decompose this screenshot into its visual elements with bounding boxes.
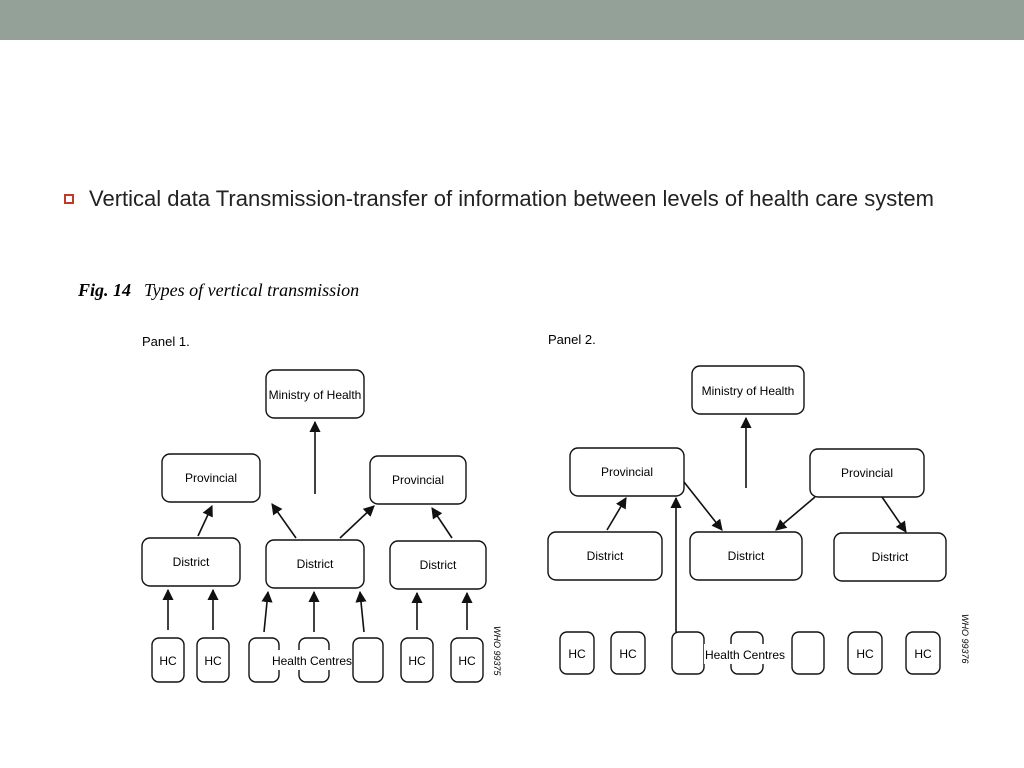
panel1-provincial-right-label: Provincial: [392, 473, 444, 487]
panel2-ministry-node: Ministry of Health: [691, 365, 805, 415]
panel1-hc-4-node: HC: [450, 637, 484, 683]
panel1-health-centres-label-bg: [274, 650, 350, 670]
panel2-provincial-right-label: Provincial: [841, 466, 893, 480]
panel1-district-left-node: District: [141, 537, 241, 587]
panel2-ministry-label: Ministry of Health: [702, 384, 795, 398]
panel1-hc-2-node: HC: [196, 637, 230, 683]
panel1-provincial-right-node: Provincial: [369, 455, 467, 505]
panel1-health-centre-box-3: [352, 637, 384, 683]
panel2-health-centres-label-bg: [704, 644, 786, 664]
panel2-district-center-node: District: [689, 531, 803, 581]
panel2-health-centre-box-1: [671, 631, 705, 675]
panel2-arrow-provincial-left-district-center: [683, 481, 723, 531]
panel1-arrow-district-left-provincial: [197, 504, 213, 537]
panel1-label: Panel 1.: [142, 334, 190, 349]
panel2-district-center-label: District: [728, 549, 765, 563]
panel1-district-right-label: District: [420, 558, 457, 572]
panel2-provincial-right-node: Provincial: [809, 448, 925, 498]
bullet-point: Vertical data Transmission-transfer of i…: [62, 184, 962, 214]
panel2-health-centres-label: Health Centres: [705, 648, 785, 662]
panel2-arrow-provincial-right-district-right: [881, 496, 907, 533]
panel2-hc-3-node: HC: [847, 631, 883, 675]
panel1-hc-3-node: HC: [400, 637, 434, 683]
panel2-code: WHO 99376: [960, 614, 970, 664]
panel1-ministry-label: Ministry of Health: [269, 388, 362, 402]
panel2-arrow-provincial-right-district-center: [775, 496, 816, 531]
panel2-hc-4-label: HC: [914, 647, 932, 661]
slide-header-band: [0, 0, 1024, 40]
panel1-hc-1-label: HC: [159, 654, 177, 668]
panel2-hc-3-label: HC: [856, 647, 874, 661]
panel2-hc-4-node: HC: [905, 631, 941, 675]
panel2-hc-2-node: HC: [610, 631, 646, 675]
panel1-hc-3-label: HC: [408, 654, 426, 668]
panel1-arrow-district-center-provincial-right: [339, 505, 375, 539]
panel1-health-centres-label: Health Centres: [272, 654, 352, 668]
panel1-arrow-district-right-provincial: [431, 507, 453, 539]
panel1-district-center-label: District: [297, 557, 334, 571]
figure-title: Types of vertical transmission: [144, 280, 359, 300]
panel1-district-right-node: District: [389, 540, 487, 590]
panel2-health-centre-box-3: [791, 631, 825, 675]
panel1-provincial-left-label: Provincial: [185, 471, 237, 485]
panel1-district-left-label: District: [173, 555, 210, 569]
panel1-arrow-district-center-provincial-left: [271, 503, 297, 539]
panel1-code: WHO 99375: [492, 626, 502, 677]
bullet-text: Vertical data Transmission-transfer of i…: [89, 186, 934, 211]
panel2-district-left-node: District: [547, 531, 663, 581]
panel1-hc-2-label: HC: [204, 654, 222, 668]
panel1-ministry-node: Ministry of Health: [265, 369, 365, 419]
panel2-hc-1-label: HC: [568, 647, 586, 661]
panel2-provincial-left-label: Provincial: [601, 465, 653, 479]
panel2-label: Panel 2.: [548, 332, 596, 347]
bullet-checkbox-icon: [64, 194, 74, 204]
panel1-arrow-hcbox3-district: [355, 590, 367, 633]
panel2-district-left-label: District: [587, 549, 624, 563]
panel2-hc-2-label: HC: [619, 647, 637, 661]
panel1-provincial-left-node: Provincial: [161, 453, 261, 503]
panel1-hc-4-label: HC: [458, 654, 476, 668]
vertical-transmission-figure: Fig. 14 Types of vertical transmission P…: [70, 268, 990, 708]
panel2-district-right-label: District: [872, 550, 909, 564]
figure-number: Fig. 14: [77, 280, 131, 300]
panel2-hc-1-node: HC: [559, 631, 595, 675]
panel2-district-right-node: District: [833, 532, 947, 582]
panel2-provincial-left-node: Provincial: [569, 447, 685, 497]
panel1-district-center-node: District: [265, 539, 365, 589]
panel2-arrow-district-left-provincial: [606, 497, 627, 531]
panel1-hc-1-node: HC: [151, 637, 185, 683]
figure-svg: Fig. 14 Types of vertical transmission P…: [77, 280, 970, 683]
panel1-arrow-hcbox1-district: [261, 590, 273, 633]
